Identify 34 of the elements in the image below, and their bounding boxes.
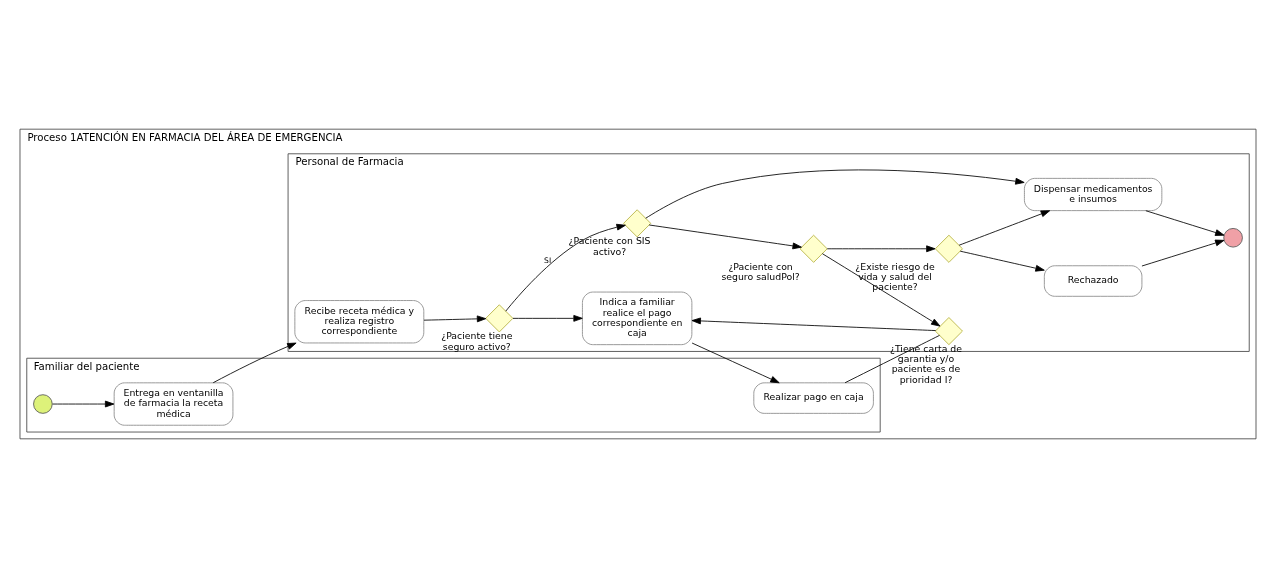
node-diamond	[934, 316, 963, 345]
arrow	[505, 223, 626, 312]
arrow	[691, 342, 780, 383]
node-box: Indica a familiar realice el pago correspondiente en caja	[582, 291, 693, 345]
arrow	[1145, 209, 1225, 236]
node-box: Rechazado	[1043, 264, 1143, 297]
arrow	[645, 169, 1025, 219]
arrow	[512, 314, 583, 322]
node-box: Dispensar medicamentos e insumos	[1024, 177, 1163, 211]
arrow	[826, 244, 936, 252]
arrow	[212, 342, 297, 383]
node-box: Recibe receta médica y realiza registro correspondiente	[294, 299, 425, 343]
arrow	[648, 224, 802, 249]
arrow	[959, 250, 1045, 272]
arrow	[1141, 239, 1225, 266]
node-box: Realizar pago en caja	[753, 381, 874, 414]
arrow	[691, 317, 937, 331]
node-label: ¿Existe riesgo de vida y salud del paciente?	[855, 260, 935, 292]
node-box: Entrega en ventanilla de farmacia la receta médica	[113, 381, 234, 426]
arrow	[822, 252, 941, 327]
edge-label: SI	[544, 255, 552, 265]
node-diamond	[485, 303, 514, 332]
node-diamond	[934, 234, 963, 263]
node-diamond	[623, 208, 652, 237]
node-label: ¿Paciente tiene seguro activo?	[441, 329, 513, 352]
arrow	[52, 400, 115, 407]
node-diamond	[799, 234, 828, 263]
node-label: ¿Paciente con seguro saludPol?	[721, 260, 800, 282]
node-label: ¿Paciente con SIS activo?	[568, 234, 651, 257]
connector	[844, 334, 940, 383]
node-circle	[1223, 227, 1243, 248]
arrow	[958, 209, 1051, 246]
node-circle	[33, 393, 53, 414]
arrow	[423, 315, 487, 322]
